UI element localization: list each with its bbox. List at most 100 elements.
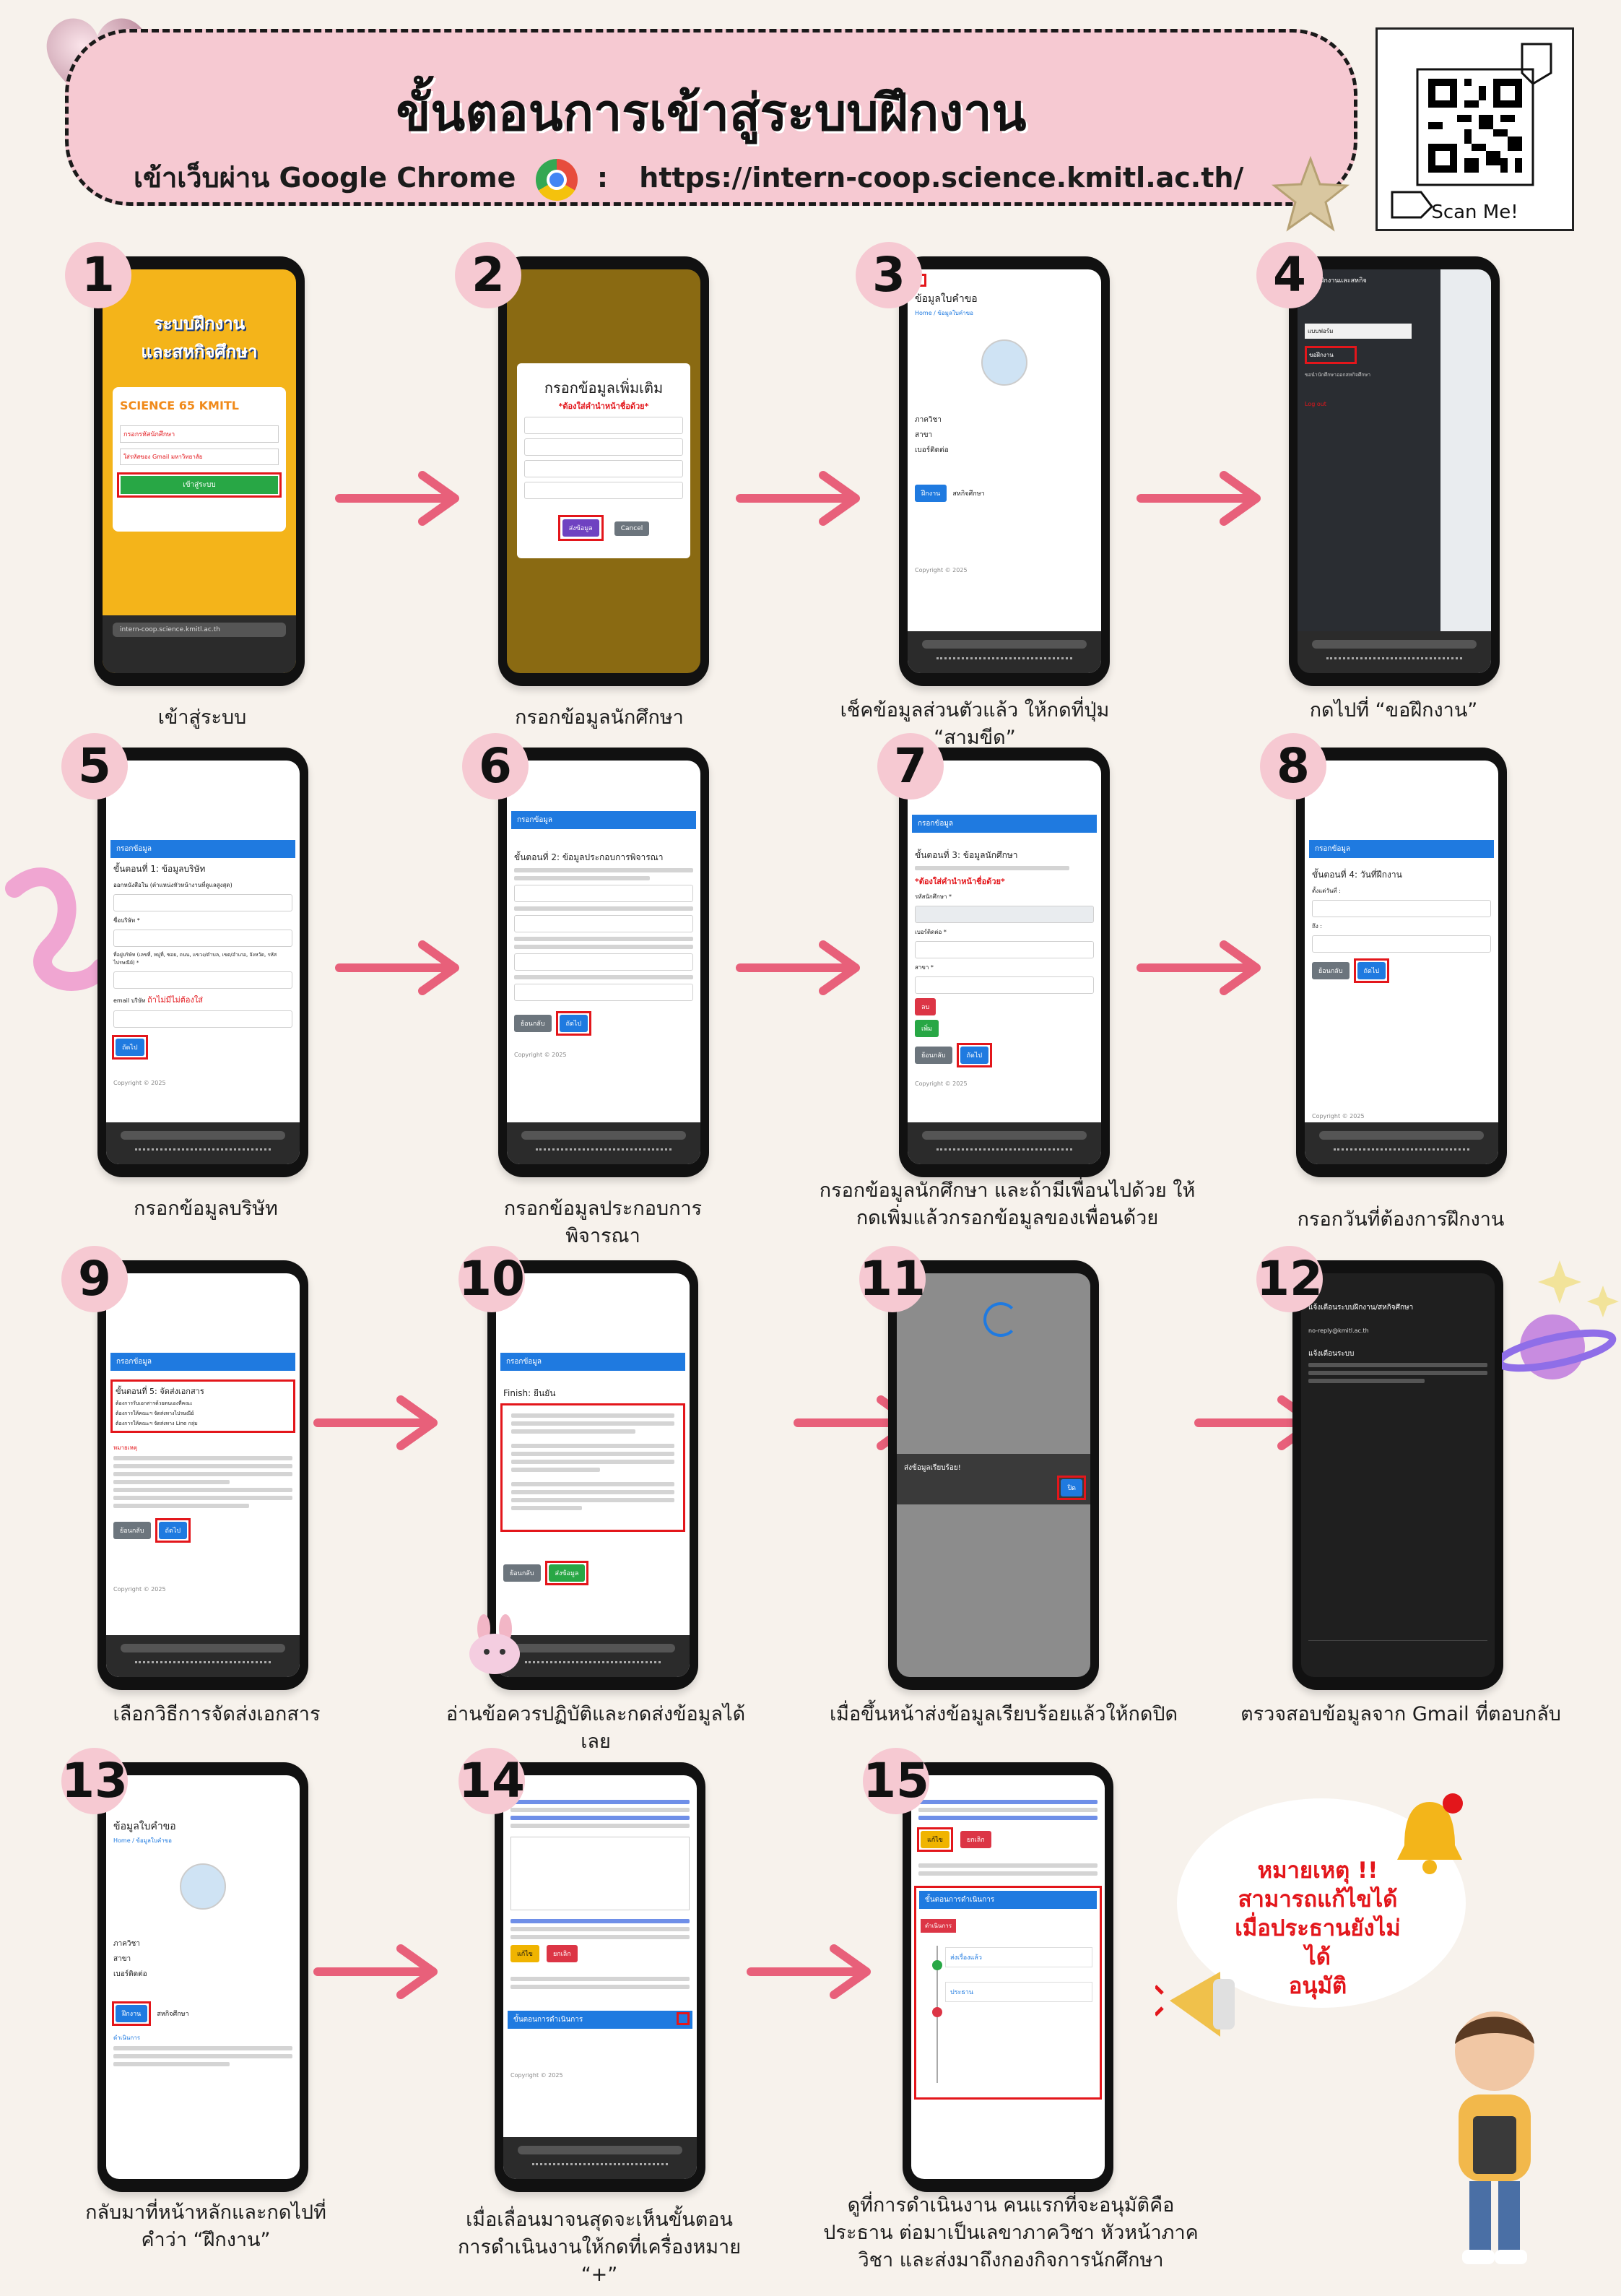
s9-back-button[interactable]: ย้อนกลับ [113, 1522, 151, 1539]
menu-item-request-internship[interactable]: ขอฝึกงาน [1305, 346, 1357, 364]
s7-add-button[interactable]: เพิ่ม [915, 1020, 939, 1037]
logout-link[interactable]: Log out [1305, 401, 1326, 407]
s7-field-3[interactable] [915, 976, 1094, 994]
prefix-field[interactable] [524, 417, 683, 434]
major-select[interactable] [524, 482, 683, 499]
step-number-12: 12 [1256, 1246, 1323, 1312]
s8-end-date[interactable] [1312, 935, 1491, 953]
phone-step-11: ส่งข้อมูลเรียบร้อย! ปิด [888, 1260, 1099, 1690]
qr-card: Scan Me! [1376, 27, 1574, 231]
s15-cancel-button[interactable]: ยกเลิก [960, 1831, 991, 1848]
s7-field-1[interactable] [915, 906, 1094, 923]
s6-field-4[interactable] [514, 984, 693, 1001]
login-button[interactable]: เข้าสู่ระบบ [121, 476, 278, 494]
page-title: ขั้นตอนการเข้าสู่ระบบฝึกงาน [396, 83, 1027, 142]
login-title-2: และสหกิจศึกษา [141, 342, 258, 362]
browser-bar [503, 2137, 697, 2179]
phone-step-3: ข้อมูลใบคำขอ Home / ข้อมูลใบคำขอ ภาควิชา… [899, 256, 1110, 686]
s8-back-button[interactable]: ย้อนกลับ [1312, 962, 1350, 979]
arrow-14-15 [751, 1949, 866, 1995]
s5-field-1[interactable] [113, 894, 292, 911]
step-caption-8: กรอกวันที่ต้องการฝึกงาน [1297, 1208, 1505, 1231]
s9-option-2[interactable]: ต้องการให้คณะฯ จัดส่งทางไปรษณีย์ [116, 1411, 194, 1416]
info-field-1: ภาควิชา [113, 1940, 140, 1948]
browser-bar [908, 1122, 1101, 1164]
tab-coop[interactable]: สหกิจศึกษา [952, 490, 985, 498]
s9-option-3[interactable]: ต้องการให้คณะฯ จัดส่งทาง Line กลุ่ม [116, 1421, 198, 1426]
s7-back-button[interactable]: ย้อนกลับ [915, 1047, 952, 1064]
arrow-3-4 [1141, 475, 1256, 521]
step-caption-11: เมื่อขึ้นหน้าส่งข้อมูลเรียบร้อยแล้วให้กด… [829, 1703, 1178, 1725]
qr-code-icon[interactable] [1428, 79, 1522, 173]
menu-item-coop[interactable]: ขอนำนักศึกษาออกสหกิจศึกษา [1305, 372, 1371, 378]
avatar [981, 339, 1027, 386]
s6-field-1[interactable] [514, 885, 693, 902]
email-subject: แจ้งเตือนระบบฝึกงาน/สหกิจศึกษา [1308, 1304, 1414, 1312]
menu-item-forms[interactable]: แบบฟอร์ม [1305, 324, 1412, 339]
s6-field-2[interactable] [514, 915, 693, 932]
step-number-13: 13 [61, 1748, 128, 1814]
step-caption-14: เมื่อเลื่อนมาจนสุดจะเห็นขั้นตอนการดำเนิน… [457, 2209, 742, 2286]
student-id-field[interactable] [524, 438, 683, 456]
phone-step-13: ข้อมูลใบคำขอ Home / ข้อมูลใบคำขอ ภาควิชา… [97, 1762, 308, 2192]
s7-next-button[interactable]: ถัดไป [960, 1047, 989, 1064]
submit-extra-button[interactable]: ส่งข้อมูล [562, 519, 599, 537]
s8-label-2: ถึง : [1312, 923, 1322, 930]
s5-next-button[interactable]: ถัดไป [116, 1039, 144, 1056]
arrow-9-10 [318, 1400, 433, 1446]
info-field-1: ภาควิชา [915, 416, 942, 424]
user-icon [932, 2007, 942, 2017]
form-header-bar: กรอกข้อมูล [110, 840, 295, 858]
s7-delete-button[interactable]: ลบ [915, 998, 936, 1015]
s5-field-4[interactable] [113, 1010, 292, 1028]
s14-cancel-button[interactable]: ยกเลิก [546, 1945, 578, 1962]
cancel-extra-button[interactable]: Cancel [614, 521, 650, 536]
phone-step-8: กรอกข้อมูล ขั้นตอนที่ 4: วันที่ฝึกงาน ตั… [1296, 748, 1507, 1177]
copyright: Copyright © 2025 [113, 1586, 166, 1593]
form-header-bar: กรอกข้อมูล [110, 1353, 295, 1371]
step-caption-6: กรอกข้อมูลประกอบการพิจารณา [503, 1197, 703, 1247]
s14-edit-button[interactable]: แก้ไข [510, 1945, 539, 1962]
s6-back-button[interactable]: ย้อนกลับ [514, 1015, 552, 1032]
s9-remark: หมายเหตุ [113, 1444, 137, 1451]
note-line-1: หมายเหตุ !! [1257, 1858, 1378, 1884]
s5-field-2[interactable] [113, 930, 292, 947]
s10-back-button[interactable]: ย้อนกลับ [503, 1564, 541, 1582]
s6-field-3[interactable] [514, 953, 693, 971]
s5-field-3[interactable] [113, 971, 292, 989]
department-field[interactable] [524, 460, 683, 477]
s10-submit-button[interactable]: ส่งข้อมูล [548, 1564, 586, 1582]
school-logo: SCIENCE 65 KMITL [120, 399, 239, 412]
step-number-1: 1 [65, 242, 131, 308]
s6-next-button[interactable]: ถัดไป [559, 1015, 588, 1032]
phone-step-15: แก้ไขยกเลิก ขั้นตอนการดำเนินการ ดำเนินกา… [903, 1762, 1113, 2192]
tab-internship[interactable]: ฝึกงาน [116, 2005, 148, 2022]
s7-field-2[interactable] [915, 941, 1094, 958]
s8-start-date[interactable] [1312, 900, 1491, 917]
s11-close-button[interactable]: ปิด [1061, 1479, 1082, 1496]
step-caption-15: ดูที่การดำเนินงาน คนแรกที่จะอนุมัติคือปร… [823, 2194, 1199, 2271]
tab-coop[interactable]: สหกิจศึกษา [157, 2011, 189, 2018]
s5-field-label-3: ที่อยู่บริษัท (เลขที่, หมู่ที่, ซอย, ถนน… [113, 952, 277, 966]
s15-edit-button[interactable]: แก้ไข [921, 1831, 949, 1848]
website-url[interactable]: https://intern-coop.science.kmitl.ac.th/ [639, 162, 1244, 194]
phone-step-2: กรอกข้อมูลเพิ่มเติม *ต้องใส่คำนำหน้าชื่อ… [498, 256, 709, 686]
password-field[interactable]: ใส่รหัสของ Gmail มหาวิทยาลัย [120, 449, 279, 465]
step-caption-5: กรอกข้อมูลบริษัท [134, 1197, 278, 1220]
expand-plus-icon[interactable] [677, 2012, 690, 2025]
menu-header: ระบบฝึกงานและสหกิจ [1305, 277, 1367, 285]
step-number-2: 2 [455, 242, 521, 308]
step-caption-2: กรอกข้อมูลนักศึกษา [515, 706, 684, 729]
browser-url-bar[interactable]: intern-coop.science.kmitl.ac.th [113, 623, 286, 637]
step-number-7: 7 [877, 733, 944, 800]
s9-next-button[interactable]: ถัดไป [158, 1522, 188, 1539]
tab-internship[interactable]: ฝึกงาน [915, 485, 947, 502]
s9-option-1[interactable]: ต้องการรับเอกสารด้วยตนเองที่คณะ [116, 1400, 193, 1406]
browser-bar [1298, 631, 1491, 673]
student-character-icon [1455, 2011, 1534, 2264]
username-field[interactable]: กรอกรหัสนักศึกษา [120, 425, 279, 443]
loading-spinner-icon [983, 1302, 1018, 1337]
browser-bar [106, 1635, 300, 1677]
s8-next-button[interactable]: ถัดไป [1357, 962, 1386, 979]
scan-me-label: Scan Me! [1431, 202, 1518, 223]
